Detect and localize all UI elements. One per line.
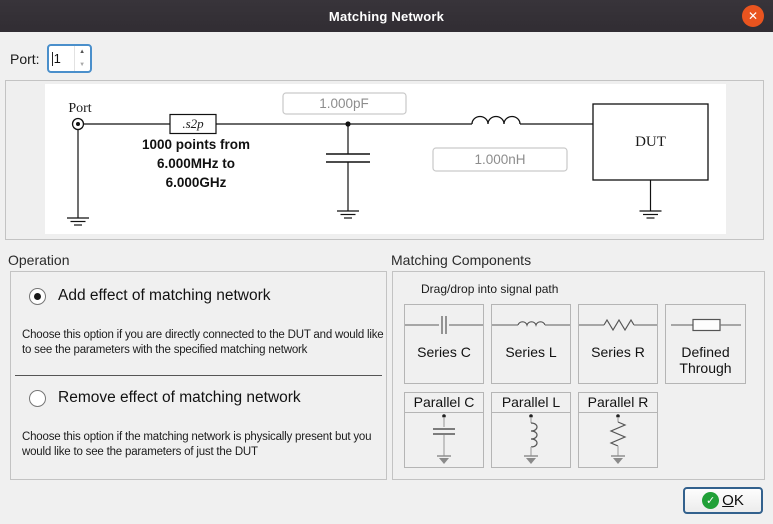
card-label: Parallel R [579, 393, 657, 413]
port-label: Port: [10, 50, 40, 67]
parallel-c-icon [433, 414, 455, 464]
card-series-r[interactable]: Series R [578, 304, 658, 384]
titlebar: Matching Network ✕ [0, 0, 773, 32]
series-l-icon [492, 321, 570, 327]
cap-value-text: 1.000pF [319, 96, 369, 111]
divider [15, 375, 382, 376]
operation-heading: Operation [8, 252, 70, 268]
ok-button[interactable]: ✓ OK [683, 487, 763, 514]
card-label: Series L [505, 344, 557, 360]
port-spinbox[interactable]: 1 ▲ ▼ [46, 44, 92, 73]
circuit-port-label: Port [68, 101, 91, 116]
matching-components-box: Drag/drop into signal path Series C [392, 271, 765, 480]
check-icon: ✓ [702, 492, 720, 509]
defined-through-icon [670, 318, 741, 332]
ind-value-text: 1.000nH [474, 152, 525, 167]
dut-block [592, 103, 709, 181]
cap-value-input[interactable] [282, 92, 407, 115]
ground-symbol-cap [337, 210, 359, 219]
series-cards-row: Series C Series L [404, 304, 746, 384]
capacitor-icon [326, 153, 370, 163]
components-heading: Matching Components [391, 252, 532, 268]
ground-symbol-dut [639, 210, 662, 219]
circuit-diagram: Port .s2p 1000 points from 6.000MHz to 6… [67, 92, 709, 226]
card-defined-through[interactable]: Defined Through [665, 304, 746, 384]
spin-up-icon[interactable]: ▲ [79, 49, 86, 56]
points-line3: 6.000GHz [166, 175, 227, 190]
parallel-r-icon [609, 414, 627, 464]
text-caret [51, 51, 53, 66]
radio-add-label: Add effect of matching network [58, 287, 271, 304]
junction-dot [345, 121, 351, 127]
add-effect-description: Choose this option if you are directly c… [22, 329, 384, 356]
parallel-l-icon [524, 414, 538, 464]
window-title: Matching Network [328, 8, 445, 24]
radio-remove-effect[interactable]: Remove effect of matching network [29, 389, 301, 407]
close-icon: ✕ [747, 9, 759, 23]
points-line2: 6.000MHz to [157, 156, 235, 171]
card-label: Parallel L [492, 393, 570, 413]
circuit-panel: Port .s2p 1000 points from 6.000MHz to 6… [5, 80, 764, 240]
close-button[interactable]: ✕ [742, 5, 764, 27]
card-label: Defined Through [679, 344, 732, 376]
port-value[interactable]: 1 [51, 51, 61, 66]
circuit-canvas: Port .s2p 1000 points from 6.000MHz to 6… [45, 84, 726, 234]
card-label: Parallel C [405, 393, 483, 413]
ok-button-label: OK [722, 492, 744, 509]
card-label: Series R [591, 344, 645, 360]
radio-unselected-icon[interactable] [29, 389, 46, 407]
spinner-arrows: ▲ ▼ [73, 46, 90, 71]
card-parallel-r[interactable]: Parallel R [578, 392, 658, 468]
remove-effect-description: Choose this option if the matching netwo… [22, 431, 372, 458]
port-row: Port: 1 ▲ ▼ [10, 44, 92, 73]
s2p-label: .s2p [182, 116, 204, 131]
card-series-c[interactable]: Series C [404, 304, 484, 384]
parallel-cards-row: Parallel C Parallel L [404, 392, 658, 468]
dut-label: DUT [635, 134, 666, 150]
series-c-icon [405, 316, 483, 334]
series-r-icon [579, 318, 657, 332]
operation-box: Add effect of matching network Choose th… [10, 271, 387, 480]
inductor-icon [471, 115, 521, 125]
radio-remove-label: Remove effect of matching network [58, 389, 301, 406]
card-parallel-c[interactable]: Parallel C [404, 392, 484, 468]
spin-down-icon[interactable]: ▼ [79, 61, 86, 68]
radio-add-effect[interactable]: Add effect of matching network [29, 287, 271, 305]
port-connector-pin [76, 122, 80, 126]
card-label: Series C [417, 344, 471, 360]
card-series-l[interactable]: Series L [491, 304, 571, 384]
card-parallel-l[interactable]: Parallel L [491, 392, 571, 468]
radio-selected-icon[interactable] [29, 287, 46, 305]
ground-symbol-left [67, 217, 89, 226]
drag-drop-hint: Drag/drop into signal path [421, 282, 559, 296]
ind-value-input[interactable] [432, 147, 568, 172]
points-line1: 1000 points from [142, 137, 250, 152]
